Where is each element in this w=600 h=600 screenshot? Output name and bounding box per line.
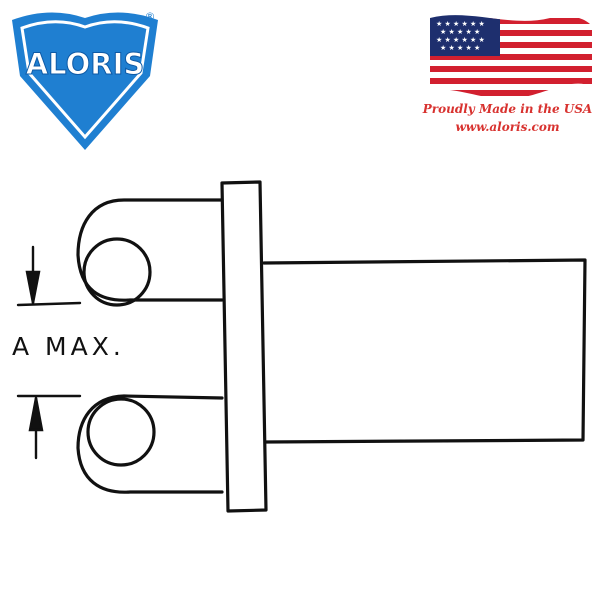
lower-screw-circle [86,397,156,467]
lower-dimension-arrowhead [28,397,44,432]
flange-plate [220,180,268,513]
svg-text:★ ★ ★ ★ ★: ★ ★ ★ ★ ★ [440,28,480,36]
lower-screw-head [76,394,224,494]
svg-text:★ ★ ★ ★ ★: ★ ★ ★ ★ ★ [440,44,480,52]
website-link[interactable]: www.aloris.com [455,120,560,134]
registered-mark: ® [145,10,156,23]
svg-text:★ ★ ★ ★ ★ ★: ★ ★ ★ ★ ★ ★ [436,36,485,44]
flag-canton [430,15,500,56]
us-flag-icon: ★ ★ ★ ★ ★ ★ ★ ★ ★ ★ ★ ★ ★ ★ ★ ★ ★ ★ ★ ★ … [430,15,592,100]
logo-shield-inner [20,20,150,140]
tool-holder-diagram [16,180,587,513]
dimension-label-a-max: A MAX. [12,332,125,361]
flag-stripes [430,18,592,96]
upper-screw-circle [82,237,152,307]
shank-body [262,258,587,444]
upper-extension-line [16,301,82,307]
flag-stars: ★ ★ ★ ★ ★ ★ ★ ★ ★ ★ ★ ★ ★ ★ ★ ★ ★ ★ ★ ★ … [436,20,485,52]
svg-text:★ ★ ★ ★ ★ ★: ★ ★ ★ ★ ★ ★ [436,20,485,28]
upper-dimension-arrowhead [25,270,41,304]
logo-wordmark: ALORIS [26,47,145,81]
logo-shield-outer [12,12,158,151]
made-in-usa-tagline: Proudly Made in the USA [422,102,593,116]
upper-screw-head [76,198,224,302]
aloris-shield-logo: ALORIS ® [12,10,158,151]
